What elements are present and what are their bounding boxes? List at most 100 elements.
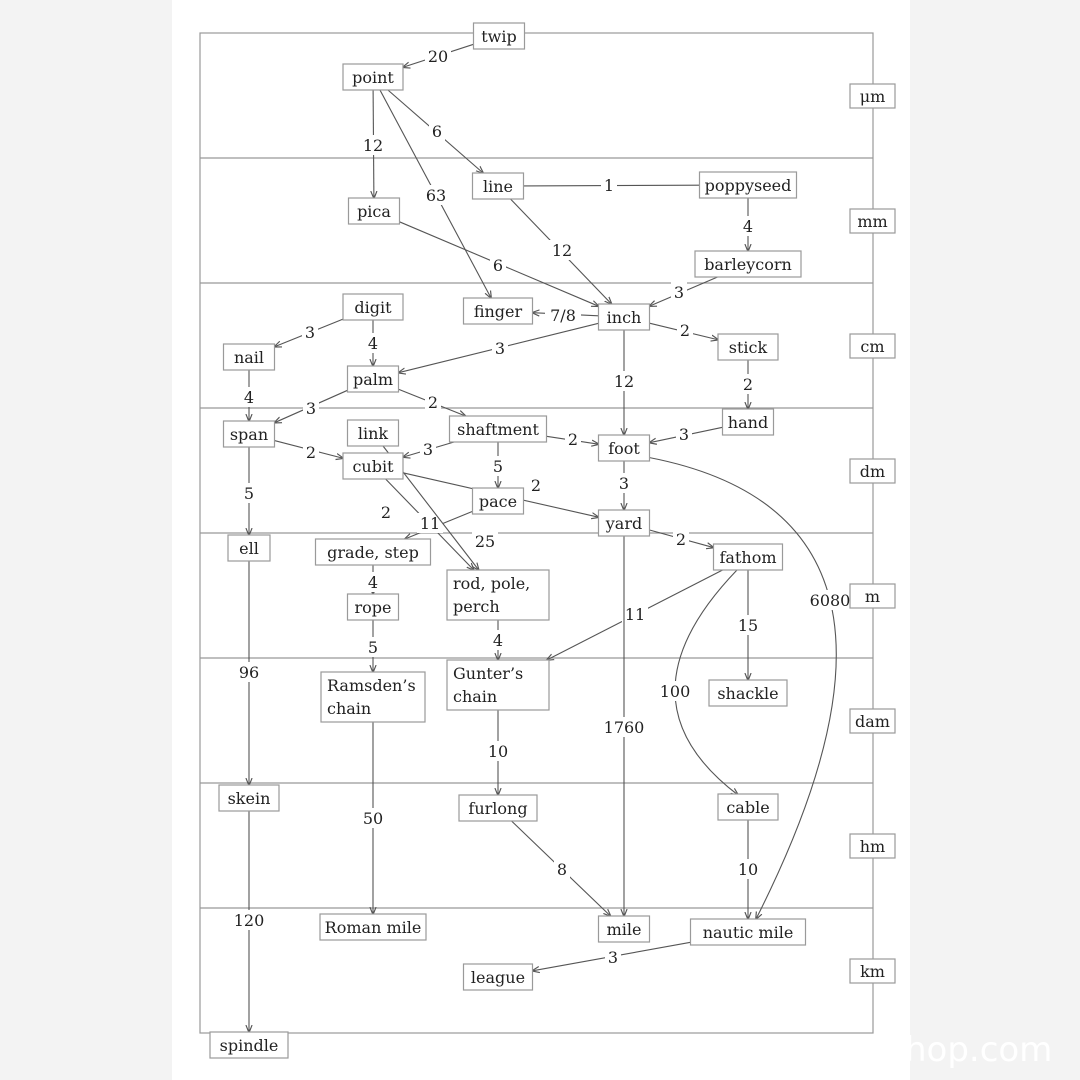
node-box bbox=[222, 343, 276, 371]
edge-label-nail-span: 4 bbox=[244, 388, 254, 407]
edge-label-bg bbox=[735, 615, 761, 635]
node-nail: nail bbox=[222, 343, 276, 371]
node-label: nail bbox=[234, 348, 264, 367]
edge-label-fathom-gunter: 11 bbox=[625, 605, 645, 624]
edge-label-point-finger: 63 bbox=[426, 186, 446, 205]
unit-text: μm bbox=[860, 87, 886, 106]
edge-label-inch-palm: 3 bbox=[495, 339, 505, 358]
node-box bbox=[448, 415, 548, 443]
node-rod: rod, pole,perch bbox=[446, 569, 550, 621]
node-foot: foot bbox=[597, 434, 651, 462]
node-box bbox=[708, 679, 788, 707]
node-rope: rope bbox=[346, 593, 400, 621]
edge-label-bg bbox=[622, 604, 648, 624]
node-mile: mile bbox=[597, 915, 651, 943]
edge-label-shaftment-foot: 2 bbox=[568, 430, 578, 449]
node-box bbox=[597, 303, 651, 331]
unit-label-2: cm bbox=[849, 333, 896, 359]
node-label: rope bbox=[355, 598, 392, 617]
edge-label-stick-hand: 2 bbox=[743, 375, 753, 394]
node-furlong: furlong bbox=[458, 794, 538, 822]
edge-label-shaftment-cubit: 3 bbox=[423, 440, 433, 459]
node-label: stick bbox=[729, 338, 768, 357]
node-spindle: spindle bbox=[209, 1031, 289, 1059]
edge-label-bg bbox=[740, 374, 756, 394]
edge-label-yard-mile: 1760 bbox=[604, 718, 645, 737]
edge-label-bg bbox=[241, 387, 257, 407]
watermark: hop.com bbox=[905, 1030, 1053, 1070]
node-digit: digit bbox=[342, 293, 404, 321]
edge-label-bg bbox=[485, 741, 511, 761]
node-box bbox=[346, 365, 400, 393]
node-box bbox=[342, 293, 404, 321]
unit-text: m bbox=[865, 587, 880, 606]
unit-box bbox=[849, 958, 896, 984]
node-label: point bbox=[352, 68, 394, 87]
node-box bbox=[597, 434, 651, 462]
edge-label-yard-fathom: 2 bbox=[676, 530, 686, 549]
edge-label-bg bbox=[490, 630, 506, 650]
unit-label-4: m bbox=[849, 583, 896, 609]
node-label: perch bbox=[453, 597, 500, 616]
node-box bbox=[222, 420, 276, 448]
node-label: mile bbox=[607, 920, 642, 939]
edge-label-bg bbox=[360, 808, 386, 828]
edge-label-cable-nauticmile: 10 bbox=[738, 860, 758, 879]
node-stick: stick bbox=[717, 333, 779, 361]
node-label: poppyseed bbox=[705, 176, 792, 195]
node-label: spindle bbox=[220, 1036, 279, 1055]
edge-label-bg bbox=[472, 531, 498, 551]
edge-label-cubit-rod: 11 bbox=[420, 514, 440, 533]
unit-label-0: μm bbox=[849, 83, 896, 109]
edge-label-bg bbox=[601, 175, 617, 195]
node-label: skein bbox=[228, 789, 271, 808]
node-box bbox=[698, 171, 798, 199]
unit-box bbox=[849, 458, 896, 484]
node-label: shackle bbox=[717, 684, 778, 703]
edge-label-bg bbox=[303, 398, 319, 418]
node-label: grade, step bbox=[327, 543, 419, 562]
node-label: yard bbox=[605, 514, 642, 533]
edge-label-line-inch: 12 bbox=[552, 241, 572, 260]
node-box bbox=[314, 538, 432, 566]
node-box bbox=[346, 593, 400, 621]
node-label: shaftment bbox=[457, 420, 539, 439]
edge-label-rope-ramsden: 5 bbox=[368, 638, 378, 657]
edge-label-point-line: 6 bbox=[432, 122, 442, 141]
node-box bbox=[458, 794, 538, 822]
edge-label-bg bbox=[417, 513, 443, 533]
node-box bbox=[471, 487, 525, 515]
unit-label-1: mm bbox=[849, 208, 896, 234]
node-label: Ramsden’s bbox=[327, 676, 416, 695]
node-cubit: cubit bbox=[342, 452, 404, 480]
node-box bbox=[717, 793, 779, 821]
unit-label-5: dam bbox=[849, 708, 896, 734]
node-span: span bbox=[222, 420, 276, 448]
edge-label-cubit-yard: 2 bbox=[531, 476, 541, 495]
edge-label-bg bbox=[423, 185, 449, 205]
node-box bbox=[320, 671, 426, 723]
node-nauticmile: nautic mile bbox=[689, 918, 807, 946]
node-romanmile: Roman mile bbox=[319, 913, 427, 941]
edge-label-palm-shaftment: 2 bbox=[428, 393, 438, 412]
edge-label-foot-nauticmile: 6080 bbox=[810, 591, 851, 610]
node-label: fathom bbox=[720, 548, 777, 567]
edge-label-palm-span: 3 bbox=[306, 399, 316, 418]
edge-label-bg bbox=[231, 910, 267, 930]
node-box bbox=[712, 543, 784, 571]
node-label: league bbox=[471, 968, 525, 987]
node-inch: inch bbox=[597, 303, 651, 331]
edge-label-line-poppyseed: 1 bbox=[604, 176, 614, 195]
edge-label-pica-inch: 6 bbox=[493, 256, 503, 275]
node-label: foot bbox=[608, 439, 640, 458]
edge-label-bg bbox=[365, 637, 381, 657]
node-box bbox=[472, 22, 526, 50]
edge-label-bg bbox=[360, 135, 386, 155]
node-box bbox=[471, 172, 525, 200]
edge-label-bg bbox=[601, 717, 647, 737]
node-box bbox=[689, 918, 807, 946]
node-hand: hand bbox=[721, 408, 775, 436]
edge-label-furlong-mile: 8 bbox=[557, 860, 567, 879]
